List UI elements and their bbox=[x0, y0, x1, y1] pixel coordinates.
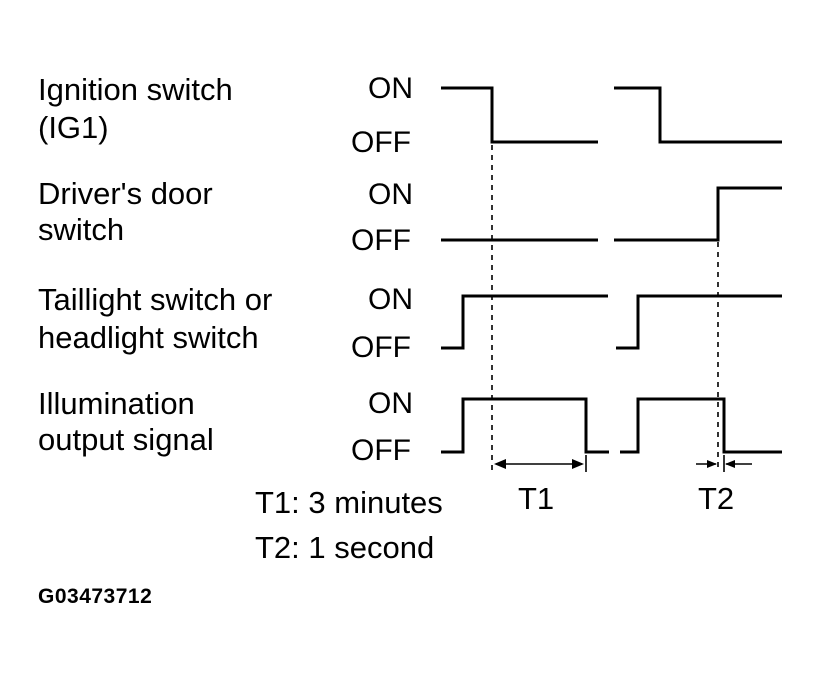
signal-label-ignition-line2: (IG1) bbox=[38, 110, 109, 145]
state-on-door: ON bbox=[368, 178, 413, 211]
waveform-taillight-2 bbox=[616, 294, 782, 350]
signal-label-ignition-line1: Ignition switch bbox=[38, 72, 233, 107]
t2-arrow-left bbox=[707, 460, 717, 468]
signal-label-taillight-line2: headlight switch bbox=[38, 320, 259, 355]
signal-label-illumination-line2: output signal bbox=[38, 422, 214, 457]
t1-arrow-right bbox=[572, 459, 584, 469]
t2-interval-label: T2 bbox=[698, 481, 735, 516]
state-on-taillight: ON bbox=[368, 283, 413, 316]
signal-label-illumination-line1: Illumination bbox=[38, 386, 195, 421]
state-off-illumination: OFF bbox=[351, 434, 411, 467]
waveform-ignition-2 bbox=[614, 86, 782, 144]
figure-id: G03473712 bbox=[38, 585, 153, 608]
waveform-taillight-1 bbox=[441, 294, 608, 350]
t1-arrow-left bbox=[494, 459, 506, 469]
signal-label-door-line2: switch bbox=[38, 212, 125, 247]
waveform-ignition-1 bbox=[441, 86, 598, 144]
t2-note: T2: 1 second bbox=[255, 530, 435, 565]
waveform-door-2 bbox=[614, 186, 782, 242]
t2-arrow-right bbox=[725, 460, 735, 468]
t1-note: T1: 3 minutes bbox=[255, 485, 443, 520]
state-off-taillight: OFF bbox=[351, 331, 411, 364]
signal-label-taillight-line1: Taillight switch or bbox=[38, 282, 273, 317]
state-off-door: OFF bbox=[351, 224, 411, 257]
state-off-ignition: OFF bbox=[351, 126, 411, 159]
t1-interval-label: T1 bbox=[518, 481, 555, 516]
state-on-ignition: ON bbox=[368, 72, 413, 105]
state-on-illumination: ON bbox=[368, 387, 413, 420]
signal-label-door-line1: Driver's door bbox=[38, 176, 213, 211]
waveform-illumination-2 bbox=[620, 397, 782, 454]
waveform-illumination-1 bbox=[441, 397, 609, 454]
